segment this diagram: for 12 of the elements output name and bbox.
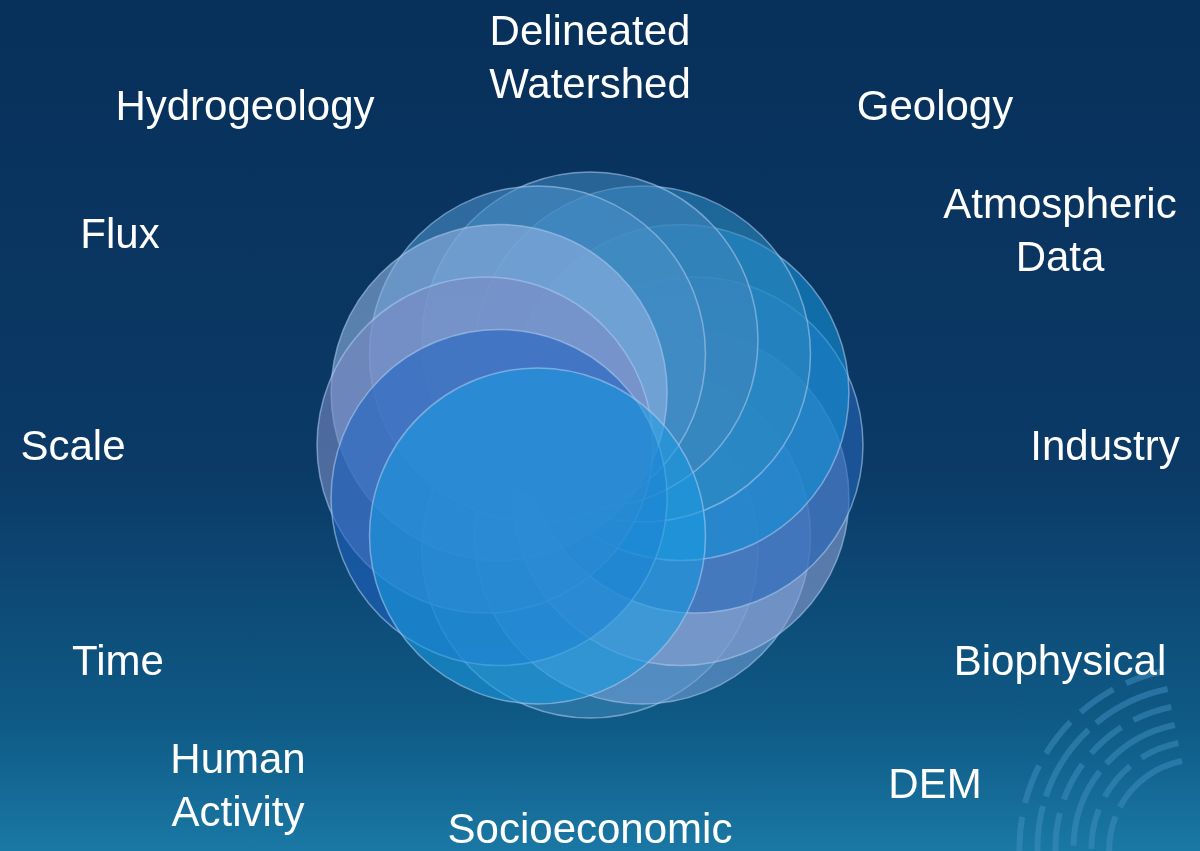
category-label: Geology	[855, 81, 1015, 131]
category-label: Industry	[1029, 421, 1181, 471]
category-label: Flux	[79, 209, 161, 259]
category-label: Time	[71, 636, 165, 686]
category-label: Hydrogeology	[114, 81, 376, 131]
category-label: Human Activity	[169, 734, 307, 837]
category-label: Socioeconomic	[446, 804, 734, 851]
category-label: DEM	[887, 759, 983, 809]
category-label: Biophysical	[952, 636, 1168, 686]
category-label: Delineated Watershed	[488, 6, 692, 109]
category-label: Atmospheric Data	[942, 179, 1178, 282]
category-label: Scale	[19, 421, 127, 471]
